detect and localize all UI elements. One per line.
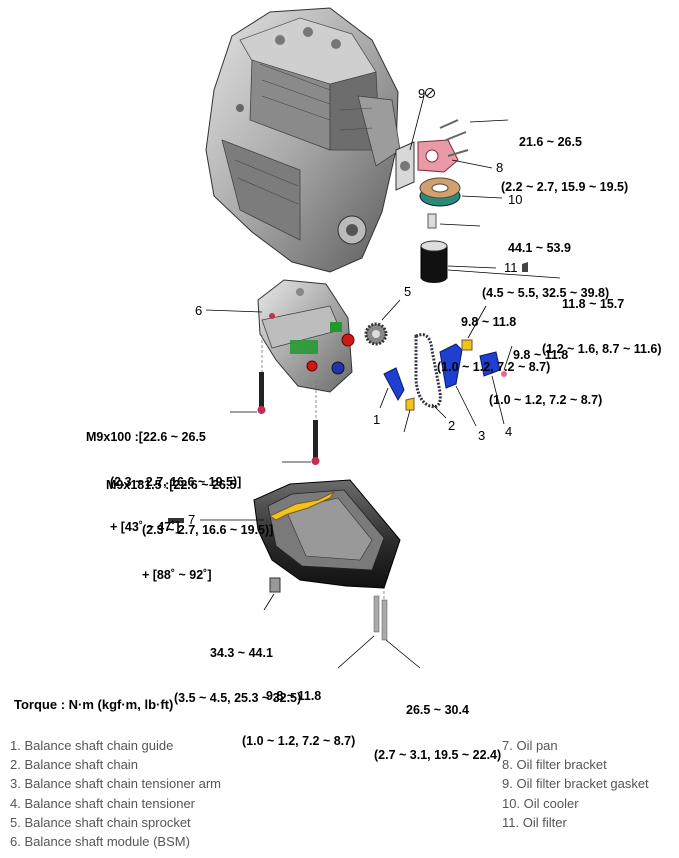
callout-5: 5 <box>404 284 412 299</box>
callout-6: 6 <box>195 303 203 318</box>
legend-item: 9. Oil filter bracket gasket <box>502 776 649 791</box>
balance-shaft-chain <box>414 333 447 419</box>
oil-filter <box>420 240 561 283</box>
chain-guide-pin <box>405 397 415 411</box>
torque-label-oil-cooler: 44.1 ~ 53.9 (4.5 ~ 5.5, 32.5 ~ 39.8) <box>482 241 610 300</box>
legend-item: 4. Balance shaft chain tensioner <box>10 796 196 811</box>
oil-pan-sealant-tube <box>168 518 184 523</box>
balance-shaft-chain-sprocket <box>364 299 401 346</box>
torque-label-oil-filter: 11.8 ~ 15.7 (1.2 ~ 1.6, 8.7 ~ 11.6) <box>542 297 662 356</box>
callout-3: 3 <box>478 428 486 443</box>
torque-label-bracket-bolts: 21.6 ~ 26.5 (2.2 ~ 2.7, 15.9 ~ 19.5) <box>501 135 629 194</box>
callout-1: 1 <box>373 412 381 427</box>
callout-9: 9 <box>418 86 426 101</box>
legend-item: 10. Oil cooler <box>502 796 579 811</box>
callout-10: 10 <box>508 192 523 207</box>
oil-cooler <box>419 177 503 207</box>
torque-label-drain-plug: 34.3 ~ 44.1 (3.5 ~ 4.5, 25.3 ~ 32.5) <box>174 646 302 705</box>
torque-label-pan-bolt-short: 9.8 ~ 11.8 (1.0 ~ 1.2, 7.2 ~ 8.7) <box>242 689 356 748</box>
torque-unit-note: Torque : N·m (kgf·m, lb·ft) <box>14 697 174 712</box>
legend-item: 3. Balance shaft chain tensioner arm <box>10 776 222 791</box>
torque-label-pan-bolt-long: 26.5 ~ 30.4 (2.7 ~ 3.1, 19.5 ~ 22.4) <box>374 703 502 762</box>
bsm-bolts <box>230 372 320 465</box>
legend-item: 1. Balance shaft chain guide <box>10 738 174 753</box>
legend-item: 11. Oil filter <box>502 815 567 830</box>
oil-cooler-connector <box>427 213 437 229</box>
callout-4: 4 <box>505 424 513 439</box>
engine-block <box>205 7 401 273</box>
oil-pan-bolts <box>337 595 421 669</box>
balance-shaft-module <box>205 279 355 393</box>
oil-filter-plug <box>522 262 528 272</box>
torque-label-tensioner-arm: 9.8 ~ 11.8 (1.0 ~ 1.2, 7.2 ~ 8.7) <box>437 315 551 374</box>
legend-item: 6. Balance shaft module (BSM) <box>10 834 190 849</box>
legend-item: 8. Oil filter bracket <box>502 757 607 772</box>
callout-7: 7 <box>188 512 196 527</box>
legend-item: 2. Balance shaft chain <box>10 757 138 772</box>
torque-label-tensioner: 9.8 ~ 11.8 (1.0 ~ 1.2, 7.2 ~ 8.7) <box>489 348 603 407</box>
oil-pan <box>200 479 401 589</box>
balance-shaft-chain-tensioner-arm <box>439 343 477 427</box>
torque-label-m9x100: M9x100 :[22.6 ~ 26.5 (2.3 ~ 2.7, 16.6 ~ … <box>86 430 242 534</box>
tensioner-arm-bolt <box>461 339 473 351</box>
torque-label-m9x181: M9x181.5 :[22.6 ~ 26.5 (2.3 ~ 2.7, 16.6 … <box>106 478 274 582</box>
callout-8: 8 <box>496 160 504 175</box>
oil-filter-bracket-gasket <box>395 95 425 191</box>
callout-11: 11 <box>504 260 518 275</box>
legend-item: 7. Oil pan <box>502 738 558 753</box>
oil-pan-drain-plug <box>263 577 281 611</box>
bracket-bolts <box>439 119 469 157</box>
oil-filter-bracket <box>417 139 493 173</box>
legend-item: 5. Balance shaft chain sprocket <box>10 815 191 830</box>
balance-shaft-chain-tensioner <box>479 345 513 425</box>
callout-2: 2 <box>448 418 456 433</box>
balance-shaft-chain-guide <box>379 367 405 409</box>
gasket-callout-circle <box>425 88 435 98</box>
